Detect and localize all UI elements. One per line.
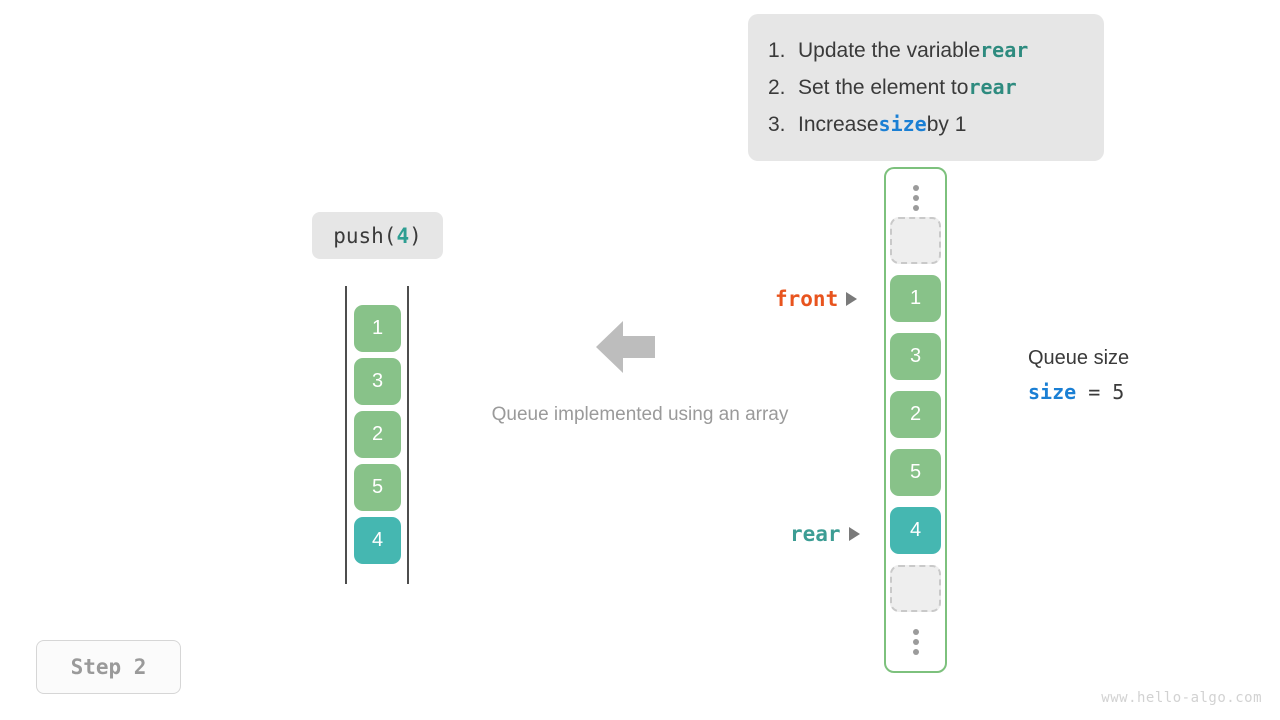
rear-pointer: rear	[790, 522, 860, 546]
array-bracket-left	[345, 286, 347, 584]
queue-slot-list: 1 3 2 5 4	[890, 217, 941, 612]
instruction-text: Set the element to	[798, 76, 969, 99]
instruction-item-1: 1. Update the variable rear	[768, 32, 1082, 69]
instruction-code-size: size	[878, 112, 927, 136]
instruction-callout: 1. Update the variable rear 2. Set the e…	[748, 14, 1104, 161]
queue-size-expression: size = 5	[1028, 380, 1129, 404]
left-arrow-icon	[596, 321, 655, 373]
array-cell: 5	[354, 464, 401, 511]
front-pointer: front	[775, 287, 858, 311]
array-cell: 3	[354, 358, 401, 405]
dot	[912, 185, 919, 191]
size-operator: =	[1076, 380, 1113, 404]
queue-size-title: Queue size	[1028, 347, 1130, 369]
array-cell: 1	[354, 305, 401, 352]
queue-slot: 5	[890, 449, 941, 496]
queue-slot: 3	[890, 333, 941, 380]
instruction-text-tail: by 1	[926, 113, 967, 136]
array-cell: 2	[354, 411, 401, 458]
diagram-caption: Queue implemented using an array	[491, 404, 789, 425]
ellipsis-top-icon	[886, 185, 945, 211]
operation-close-paren: )	[409, 223, 422, 248]
dot	[912, 639, 919, 645]
operation-label: push(4)	[312, 212, 443, 259]
instruction-code-rear: rear	[980, 38, 1029, 62]
queue-slot: 2	[890, 391, 941, 438]
step-badge: Step 2	[36, 640, 181, 694]
queue-container: 1 3 2 5 4	[884, 167, 947, 673]
queue-slot-rear: 4	[890, 507, 941, 554]
instruction-code-rear: rear	[968, 75, 1017, 99]
instruction-item-2: 2. Set the element to rear	[768, 69, 1082, 106]
arrow-right-icon	[848, 527, 860, 541]
array-bracket-right	[407, 286, 409, 584]
front-pointer-label: front	[775, 287, 839, 311]
instruction-number: 3.	[768, 113, 786, 136]
instruction-item-3: 3. Increase size by 1	[768, 106, 1082, 143]
size-variable-name: size	[1028, 380, 1077, 404]
operation-argument: 4	[396, 223, 410, 248]
instruction-number: 2.	[768, 76, 786, 99]
queue-slot-front: 1	[890, 275, 941, 322]
watermark: www.hello-algo.com	[1101, 690, 1262, 706]
array-cell-new: 4	[354, 517, 401, 564]
dot	[912, 649, 919, 655]
ellipsis-bottom-icon	[886, 629, 945, 655]
size-value: 5	[1112, 380, 1125, 404]
rear-pointer-label: rear	[790, 522, 841, 546]
instruction-number: 1.	[768, 39, 786, 62]
dot	[912, 195, 919, 201]
array-cell-list: 1 3 2 5 4	[354, 305, 401, 564]
queue-slot-empty	[890, 217, 941, 264]
dot	[912, 205, 919, 211]
arrow-right-icon	[846, 292, 858, 306]
instruction-text: Increase	[798, 113, 879, 136]
array-representation: 1 3 2 5 4	[345, 286, 409, 584]
queue-slot-empty	[890, 565, 941, 612]
operation-name: push(	[333, 223, 397, 248]
instruction-text: Update the variable	[798, 39, 981, 62]
queue-size-readout: Queue size size = 5	[1028, 344, 1129, 404]
dot	[912, 629, 919, 635]
